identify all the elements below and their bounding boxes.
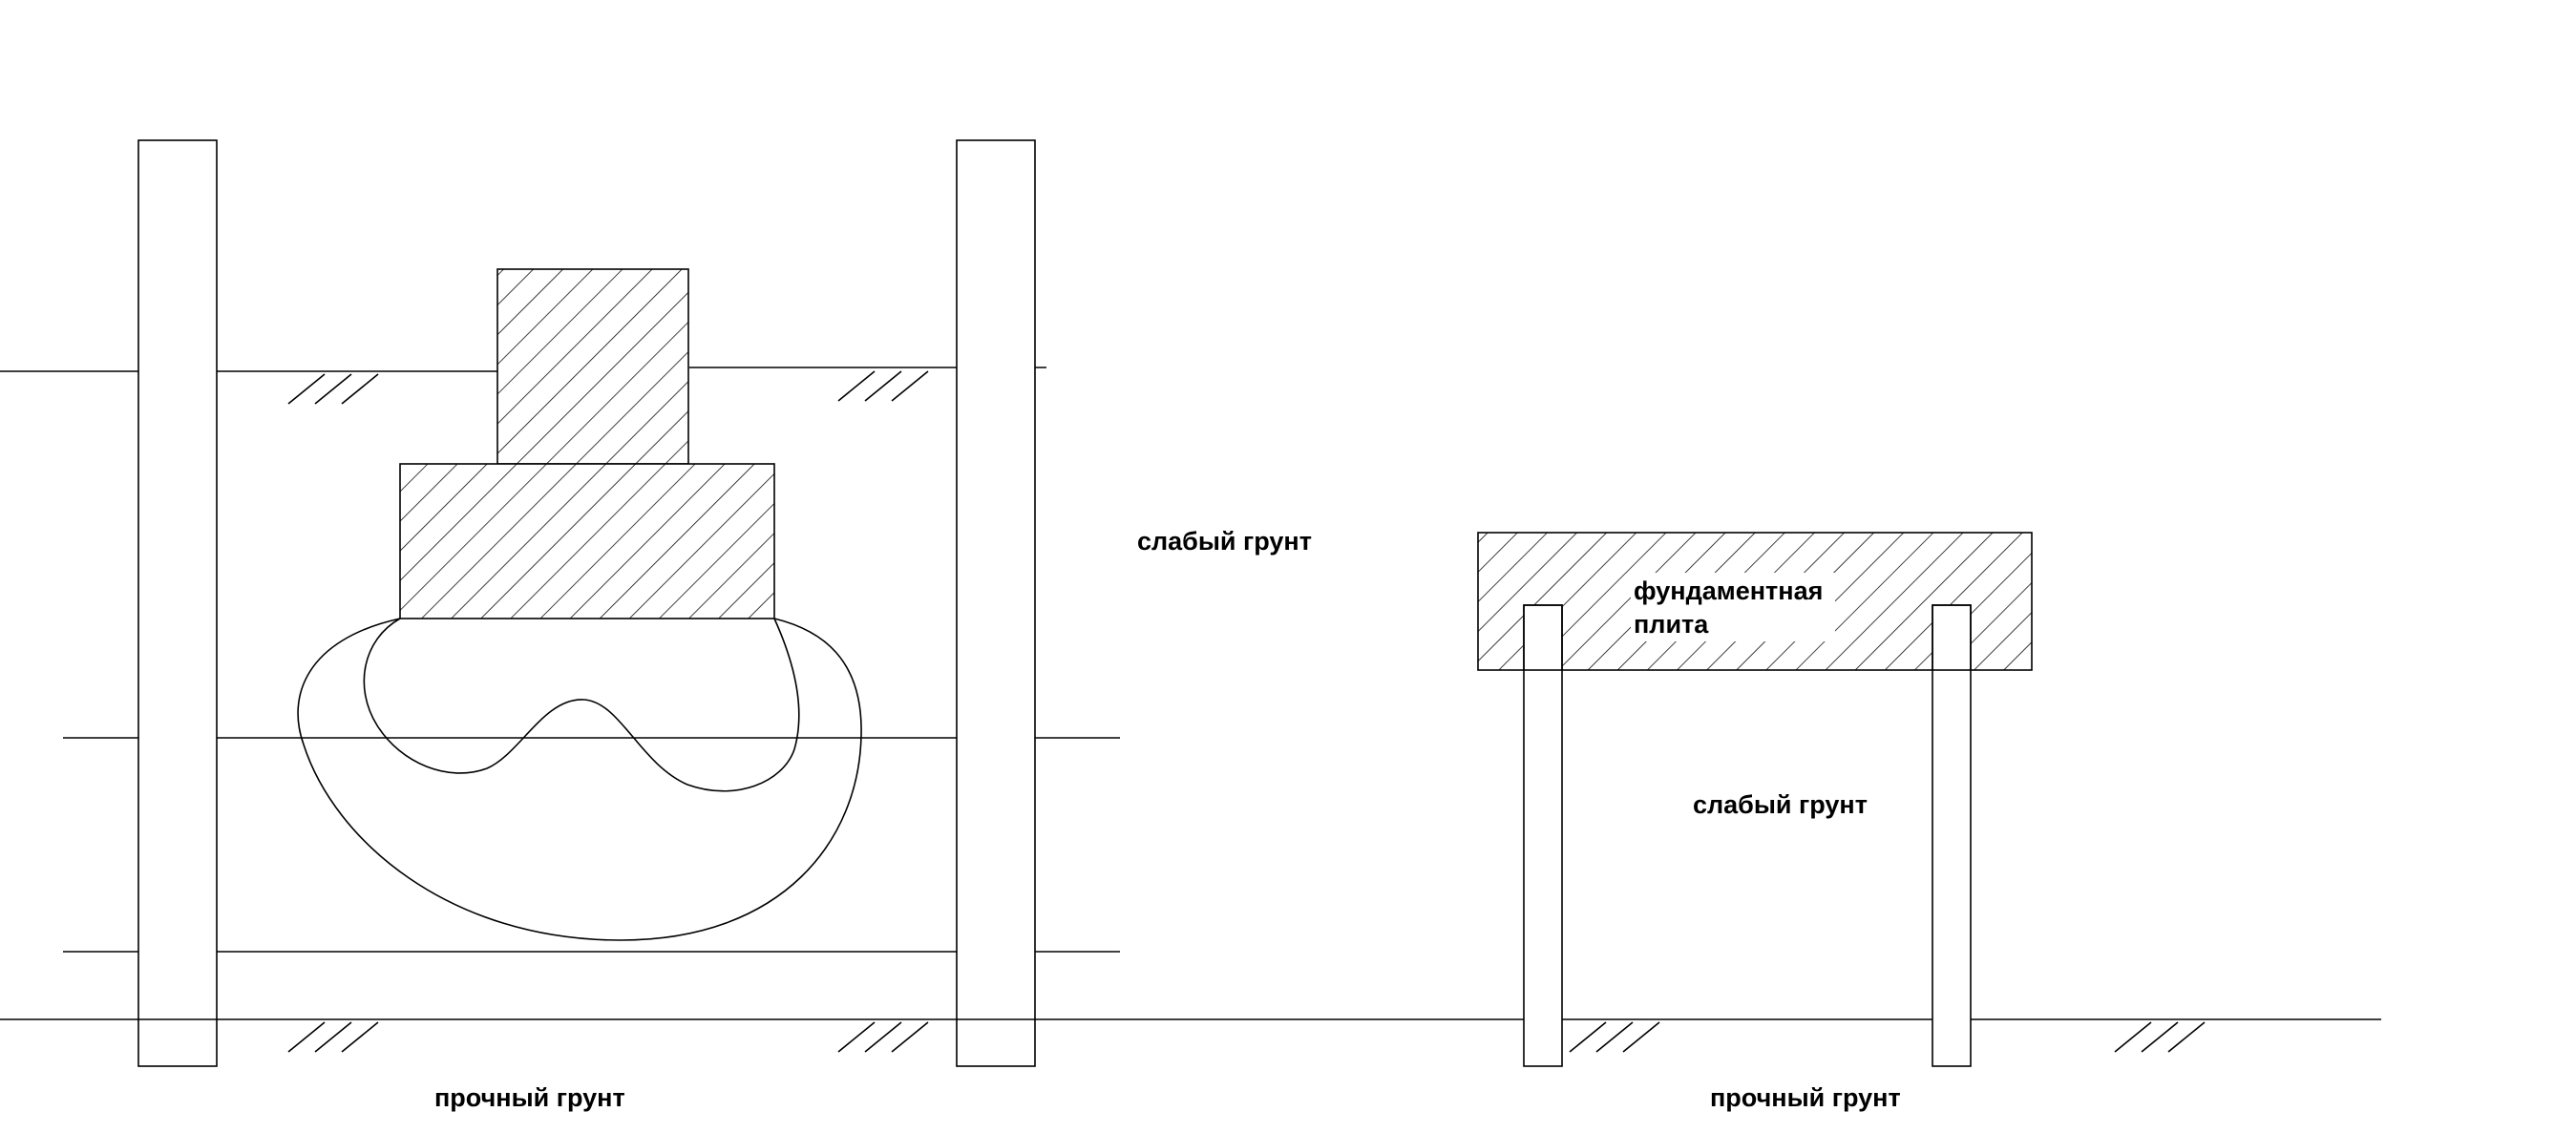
- slab-label-line2: плита: [1634, 610, 1709, 639]
- pile-left-head: [1523, 604, 1563, 671]
- ground-hatch-marks-bottom: [287, 1021, 929, 1053]
- foundation-column: [496, 268, 689, 465]
- slab-label-background: [1631, 573, 1835, 641]
- foundation-footing: [399, 463, 775, 619]
- pile-left: [1523, 604, 1563, 1067]
- pile-right-head: [1932, 604, 1972, 671]
- stress-bulb-inner: [363, 618, 800, 792]
- ground-hatch-marks: [287, 370, 929, 405]
- left-scheme: слабый грунт прочный грунт: [0, 139, 1312, 1112]
- sheet-pile-left: [137, 139, 218, 1067]
- weak-soil-label: слабый грунт: [1137, 527, 1312, 556]
- strong-soil-label: прочный грунт: [1710, 1083, 1901, 1112]
- slab-label-line1: фундаментная: [1634, 577, 1823, 605]
- pile-right: [1932, 604, 1972, 1067]
- strong-soil-label: прочный грунт: [434, 1083, 625, 1112]
- stress-bulb-outer: [297, 618, 862, 941]
- ground-hatch-marks: [1569, 1021, 2206, 1053]
- sheet-pile-right: [956, 139, 1036, 1067]
- right-scheme: фундаментная плита слабый грунт прочный …: [1120, 532, 2381, 1112]
- weak-soil-label: слабый грунт: [1693, 790, 1868, 819]
